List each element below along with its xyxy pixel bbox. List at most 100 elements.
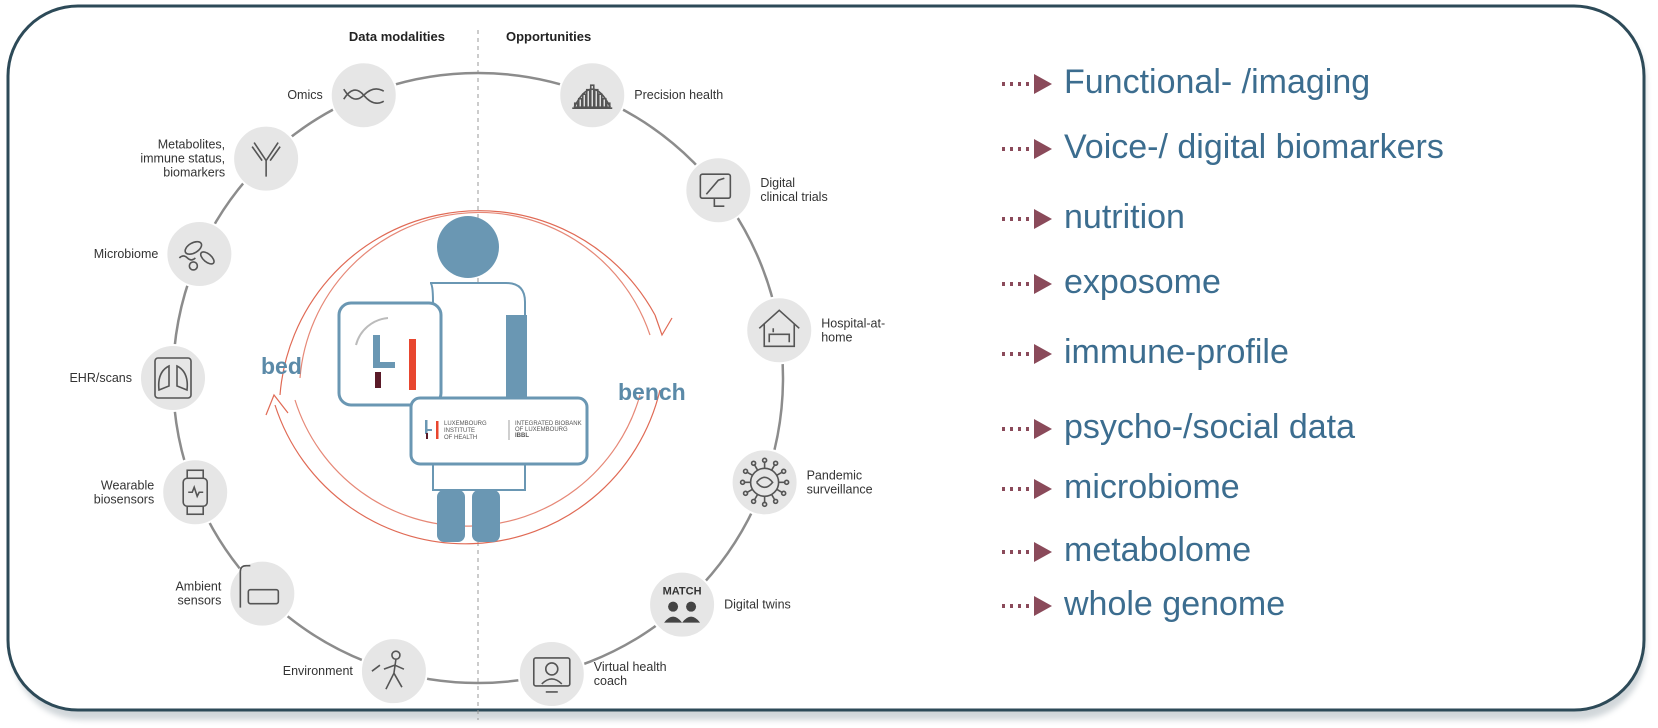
- dashed-arrow-icon: [1002, 344, 1052, 365]
- logo-text-of-luxembourg: OF LUXEMBOURG: [515, 427, 568, 433]
- data-modality-label: EHR/scans: [69, 371, 132, 385]
- logo-text-of-health: OF HEALTH: [444, 435, 477, 441]
- data-modality-node: Omics: [287, 61, 398, 130]
- data-modality-label: sensors: [178, 594, 222, 608]
- logo-text-ibbl: IBBL: [515, 433, 529, 439]
- match-people-icon: [664, 601, 701, 623]
- topic-list-item: Functional- /imaging: [1000, 62, 1370, 102]
- data-modality-node: Metabolites,immune status,biomarkers: [140, 124, 301, 193]
- dashed-arrow-icon: [1002, 74, 1052, 95]
- opportunity-label: coach: [594, 674, 627, 688]
- node-circle: [165, 219, 234, 288]
- topic-list-item: Voice-/ digital biomarkers: [1000, 127, 1444, 167]
- topic-list-text: psycho-/social data: [1064, 408, 1356, 446]
- histogram-icon: [572, 84, 613, 110]
- opportunity-label: Hospital-at-: [821, 316, 885, 330]
- dashed-arrow-icon: [1002, 139, 1052, 160]
- topic-list-text: Voice-/ digital biomarkers: [1064, 128, 1444, 166]
- data-modality-label: Wearable: [101, 478, 154, 492]
- data-modality-node: Microbiome: [94, 219, 234, 288]
- opportunity-label: Virtual health: [594, 660, 667, 674]
- data-modality-label: Omics: [287, 88, 322, 102]
- person-leg-right: [472, 490, 500, 542]
- dashed-arrow-icon: [1002, 274, 1052, 295]
- person-arm: [506, 315, 527, 410]
- topic-list-text: microbiome: [1064, 468, 1240, 506]
- person-head: [437, 216, 499, 278]
- dashed-arrow-icon: [1002, 209, 1052, 230]
- house-icon: [758, 309, 800, 348]
- opportunity-label: Pandemic: [807, 468, 863, 482]
- match-badge: MATCH: [663, 586, 702, 598]
- data-modality-label: biosensors: [94, 492, 154, 506]
- dashed-arrow-icon: [1002, 596, 1052, 617]
- opportunity-label: Digital: [760, 176, 795, 190]
- logo-text-luxembourg: LUXEMBOURG: [444, 421, 487, 427]
- node-circle: [517, 639, 586, 708]
- topic-list-item: microbiome: [1000, 467, 1240, 507]
- header-opportunities: Opportunities: [506, 29, 591, 44]
- logo-text-integrated-biobank: INTEGRATED BIOBANK: [515, 421, 582, 427]
- topic-list-item: immune-profile: [1000, 332, 1289, 372]
- dna-icon: [343, 88, 385, 104]
- data-modality-label: Environment: [283, 664, 354, 678]
- node-circle: [232, 124, 301, 193]
- node-circle: [648, 570, 717, 639]
- topic-list-text: exposome: [1064, 263, 1221, 301]
- monitor-icon: [699, 173, 732, 208]
- node-circle: [684, 156, 753, 225]
- topic-list-text: nutrition: [1064, 198, 1185, 236]
- data-modality-label: Ambient: [175, 580, 221, 594]
- smartwatch-icon: [182, 469, 209, 516]
- bacteria-icon: [178, 240, 215, 271]
- topic-list-text: Functional- /imaging: [1064, 63, 1371, 101]
- runner-icon: [371, 650, 405, 690]
- opportunity-node: Precision health: [558, 61, 723, 130]
- lih-logo-large: [337, 301, 443, 407]
- node-circle: [228, 559, 297, 628]
- node-circle: [745, 296, 814, 365]
- topic-list-item: exposome: [1000, 262, 1221, 302]
- node-circle: [139, 344, 207, 412]
- data-modality-node: Environment: [283, 637, 428, 706]
- opportunity-label: clinical trials: [760, 190, 827, 204]
- cycle-arrows: [265, 210, 673, 545]
- node-circle: [558, 61, 627, 130]
- opportunity-label: Precision health: [634, 88, 723, 102]
- bench-label: bench: [618, 379, 686, 405]
- data-modality-label: Metabolites,: [158, 138, 225, 152]
- outer-frame: [6, 4, 1646, 720]
- topic-list-text: metabolome: [1064, 531, 1252, 569]
- bed-label: bed: [261, 353, 302, 379]
- topic-list-item: metabolome: [1000, 530, 1251, 570]
- dashed-arrow-icon: [1002, 542, 1052, 563]
- opportunity-node: Hospital-at-home: [745, 296, 885, 365]
- opportunity-node: MATCH Digital twins: [648, 570, 791, 639]
- person-leg-left: [437, 490, 465, 542]
- bedroom-icon: [239, 564, 280, 608]
- data-modality-node: EHR/scans: [69, 344, 207, 412]
- topic-list-text: whole genome: [1064, 585, 1286, 623]
- antibody-icon: [251, 142, 281, 177]
- topic-list-text: immune-profile: [1064, 333, 1289, 371]
- topic-list-item: nutrition: [1000, 197, 1185, 237]
- virus-icon: [739, 457, 790, 508]
- data-modality-label: Microbiome: [94, 247, 159, 261]
- opportunity-label: Digital twins: [724, 598, 791, 612]
- opportunity-label: surveillance: [807, 482, 873, 496]
- topic-list-item: whole genome: [1000, 584, 1285, 624]
- data-modality-label: immune status,: [140, 152, 225, 166]
- dashed-arrow-icon: [1002, 479, 1052, 500]
- lih-logo-wide: LUXEMBOURG INSTITUTE OF HEALTH INTEGRATE…: [409, 396, 589, 466]
- data-modality-label: biomarkers: [163, 166, 225, 180]
- opportunity-label: home: [821, 330, 852, 344]
- topic-list-item: psycho-/social data: [1000, 407, 1355, 447]
- header-data-modalities: Data modalities: [349, 29, 445, 44]
